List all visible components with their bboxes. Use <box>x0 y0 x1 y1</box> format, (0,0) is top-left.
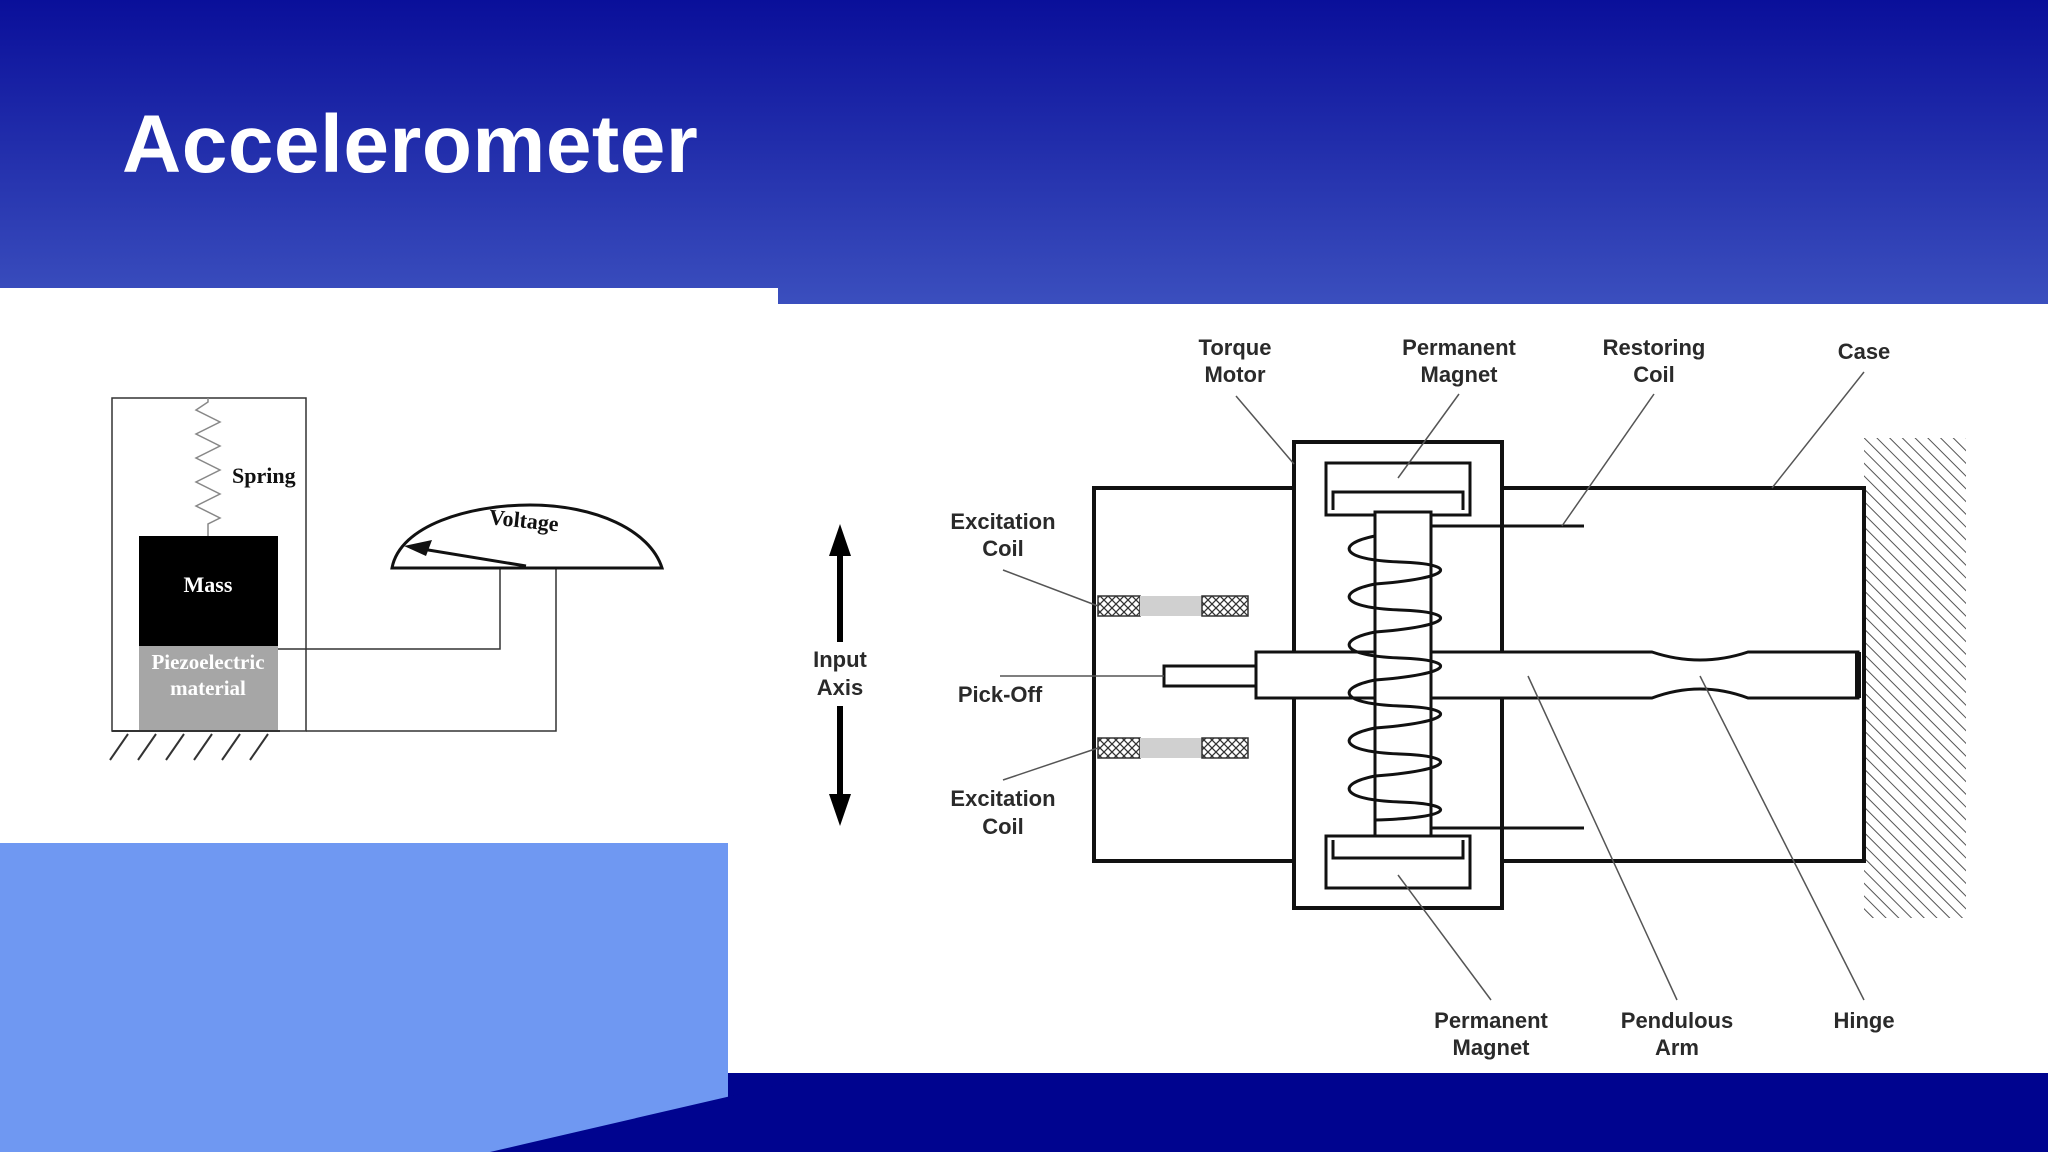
magnet-top-inner <box>1331 490 1465 510</box>
label-input-axis-2: Axis <box>817 675 863 700</box>
label-pendulous-arm-2: Arm <box>1655 1035 1699 1060</box>
label-torque-motor-2: Motor <box>1204 362 1266 387</box>
label-excitation-top-1: Excitation <box>950 509 1055 534</box>
mass-label: Mass <box>184 572 233 597</box>
leader-lines <box>1000 371 1865 1001</box>
label-perm-magnet-bottom-2: Magnet <box>1453 1035 1531 1060</box>
label-restoring-coil-1: Restoring <box>1603 335 1706 360</box>
label-excitation-top-2: Coil <box>982 536 1024 561</box>
piezo-block <box>139 646 278 731</box>
label-case: Case <box>1838 339 1891 364</box>
spring-coil <box>194 398 222 536</box>
light-blue-block <box>0 843 728 1152</box>
wire-top <box>278 568 501 650</box>
spring-label: Spring <box>232 463 296 488</box>
pick-off-element <box>1162 664 1258 688</box>
excitation-coil-bottom <box>1097 737 1249 759</box>
footer-band <box>728 1073 2048 1152</box>
header-band <box>0 0 2048 305</box>
input-axis-arrow <box>829 524 851 826</box>
piezo-label-line2: material <box>170 676 246 700</box>
needle-arrowhead <box>404 540 432 556</box>
piezo-label-line1: Piezoelectric <box>151 650 264 674</box>
label-hinge: Hinge <box>1833 1008 1894 1033</box>
label-excitation-bottom-2: Coil <box>982 814 1024 839</box>
label-perm-magnet-bottom-1: Permanent <box>1434 1008 1548 1033</box>
voltmeter-needle <box>409 545 527 568</box>
mass-block <box>139 536 278 646</box>
pendulous-arm <box>1254 650 1860 700</box>
label-pick-off: Pick-Off <box>958 682 1043 707</box>
case-wall-hatch <box>1864 438 1966 918</box>
label-torque-motor-1: Torque <box>1199 335 1272 360</box>
label-restoring-coil-2: Coil <box>1633 362 1675 387</box>
slide-title: Accelerometer <box>122 99 699 190</box>
voltmeter-dial <box>390 503 665 570</box>
label-perm-magnet-top-1: Permanent <box>1402 335 1516 360</box>
excitation-coil-top <box>1097 595 1249 617</box>
label-pendulous-arm-1: Pendulous <box>1621 1008 1733 1033</box>
label-input-axis-1: Input <box>813 647 867 672</box>
footer-diagonal <box>490 1073 830 1152</box>
label-excitation-bottom-1: Excitation <box>950 786 1055 811</box>
ground-hatch <box>109 733 269 761</box>
magnet-bottom-inner <box>1331 840 1465 860</box>
wire-bottom <box>306 568 557 732</box>
label-perm-magnet-top-2: Magnet <box>1421 362 1499 387</box>
restoring-coil-winding <box>1347 534 1443 822</box>
